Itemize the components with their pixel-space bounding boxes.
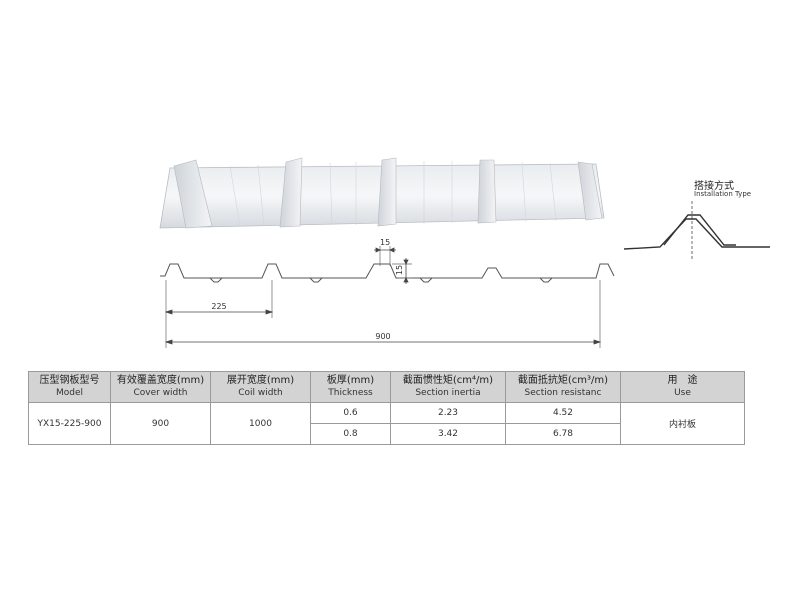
cell-resistance: 4.52 [505, 402, 621, 424]
dim-arrow [265, 309, 274, 315]
cell-thickness: 0.8 [310, 423, 391, 445]
cell-inertia: 2.23 [390, 402, 506, 424]
header-coil-width: 展开宽度(mm)Coil width [210, 371, 311, 403]
cell-use: 内衬板 [620, 402, 745, 445]
dim-arrow [389, 247, 395, 253]
profile-line [160, 263, 615, 279]
dim-arrow [403, 277, 409, 283]
lap-sheet-lower [623, 218, 770, 250]
cell-cover-width: 900 [110, 402, 211, 445]
cell-model: YX15-225-900 [28, 402, 111, 445]
table-row: 0.8 3.42 6.78 [29, 423, 745, 445]
dim-arrow [164, 309, 173, 315]
cell-thickness: 0.6 [310, 402, 391, 424]
profile-stiffener [309, 277, 323, 283]
cell-resistance: 6.78 [505, 423, 621, 445]
installation-title-cn: 搭接方式 [694, 181, 734, 192]
header-thickness: 板厚(mm)Thickness [310, 371, 391, 403]
dim-arrow [164, 339, 173, 345]
sheet-rib-3 [377, 157, 397, 227]
sheet-rib-1 [173, 159, 213, 229]
dim-label-pitch: 225 [211, 302, 226, 311]
header-cover-width: 有效覆盖宽度(mm)Cover width [110, 371, 211, 403]
profile-stiffener [539, 277, 553, 283]
dim-arrow [375, 247, 381, 253]
sheet-rib-4 [477, 159, 497, 224]
profile-diagram: 15 15 225 900 [160, 238, 615, 348]
installation-title-en: Installation Type [694, 190, 752, 198]
table-row: YX15-225-900 900 1000 0.6 2.23 4.52 内衬板 [28, 402, 745, 445]
sheet-illustration [159, 157, 605, 229]
profile-stiffener [209, 277, 223, 283]
header-section-resistance: 截面抵抗矩(cm³/m)Section resistanc [505, 371, 621, 403]
dim-arrow [403, 259, 409, 265]
sheet-rib-2 [279, 157, 303, 228]
dim-arrow [593, 339, 602, 345]
dim-label-rib-height: 15 [395, 265, 404, 275]
lap-sheet-upper [663, 214, 736, 246]
cell-inertia: 3.42 [390, 423, 506, 445]
installation-diagram [623, 201, 770, 261]
sheet-stiffener-lines [229, 161, 557, 227]
cell-coil-width: 1000 [210, 402, 311, 445]
profile-stiffener [419, 277, 433, 283]
sheet-rib-5 [577, 161, 603, 221]
dim-label-cover: 900 [375, 332, 390, 341]
header-section-inertia: 截面惯性矩(cm⁴/m)Section inertia [390, 371, 506, 403]
dim-label-rib-top: 15 [380, 238, 390, 247]
